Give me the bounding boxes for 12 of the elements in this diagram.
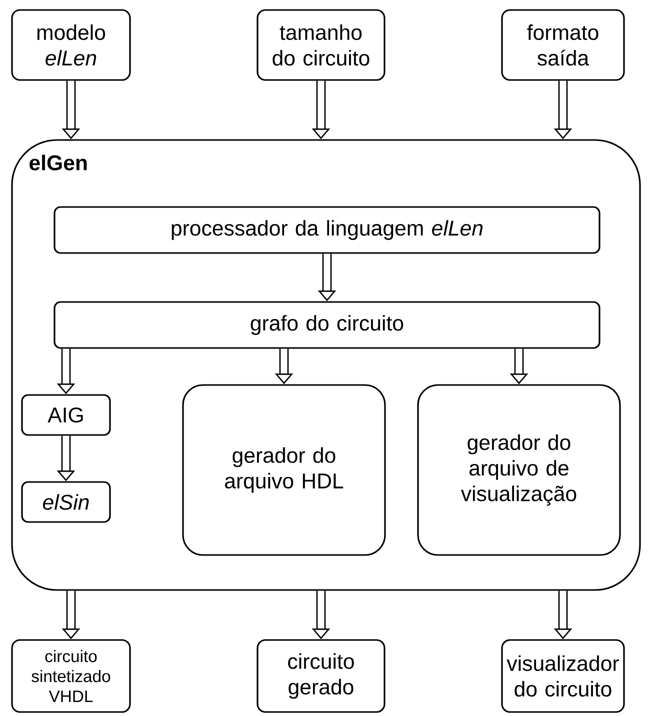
input-box: formato saída	[501, 9, 625, 81]
output-box: visualizador do circuito	[501, 639, 625, 713]
output-box: circuito gerado	[256, 639, 386, 713]
process-box: AIG	[21, 394, 111, 436]
process-box: elSin	[21, 481, 111, 523]
input-box: tamanho do circuito	[256, 9, 386, 81]
output-box: circuito sintetizado VHDL	[11, 639, 131, 713]
generator-box: gerador do arquivo HDL	[182, 384, 386, 556]
input-box: modelo elLen	[11, 9, 131, 81]
generator-box: gerador do arquivo de visualização	[417, 384, 621, 556]
process-box: processador da linguagem elLen	[54, 206, 600, 254]
process-box: grafo do circuito	[54, 301, 600, 349]
